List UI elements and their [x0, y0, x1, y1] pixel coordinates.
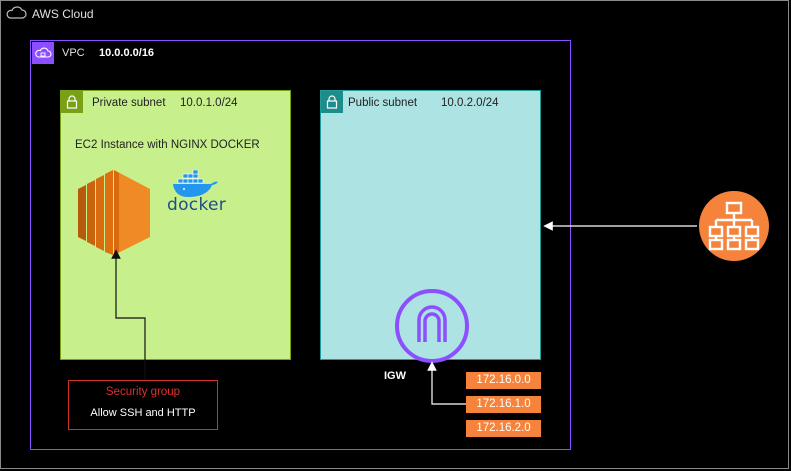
security-group-box: [68, 380, 218, 430]
public-subnet-cidr: 10.0.2.0/24: [441, 97, 499, 109]
internet-gateway-icon: [395, 289, 469, 363]
private-subnet-name: Private subnet: [92, 97, 166, 109]
public-subnet-name: Public subnet: [348, 97, 418, 109]
ec2-instance-icon: [78, 170, 150, 255]
ec2-instance-title: EC2 Instance with NGINX DOCKER: [75, 139, 260, 151]
vpc-label: VPC: [62, 47, 85, 59]
vpc-frame: [30, 40, 571, 450]
route-tag: 172.16.2.0: [466, 420, 541, 437]
security-group-rule: Allow SSH and HTTP: [90, 407, 196, 419]
load-balancer-icon: [699, 191, 769, 261]
private-subnet-cidr: 10.0.1.0/24: [180, 97, 238, 109]
routes-to-igw-arrow: [427, 361, 466, 405]
docker-label: docker: [167, 195, 227, 215]
cloud-label: AWS Cloud: [32, 7, 94, 21]
sg-to-ec2-arrow: [111, 249, 146, 380]
vpc-cidr: 10.0.0.0/16: [99, 47, 155, 59]
cloud-icon: [6, 6, 27, 19]
docker-whale-icon: [173, 170, 218, 197]
igw-label: IGW: [384, 370, 406, 382]
route-tag: 172.16.0.0: [466, 372, 541, 389]
lock-icon: [61, 91, 83, 113]
lock-icon: [321, 91, 343, 113]
route-tag: 172.16.1.0: [466, 396, 541, 413]
security-group-title: Security group: [105, 386, 181, 398]
vpc-icon: [32, 42, 54, 64]
